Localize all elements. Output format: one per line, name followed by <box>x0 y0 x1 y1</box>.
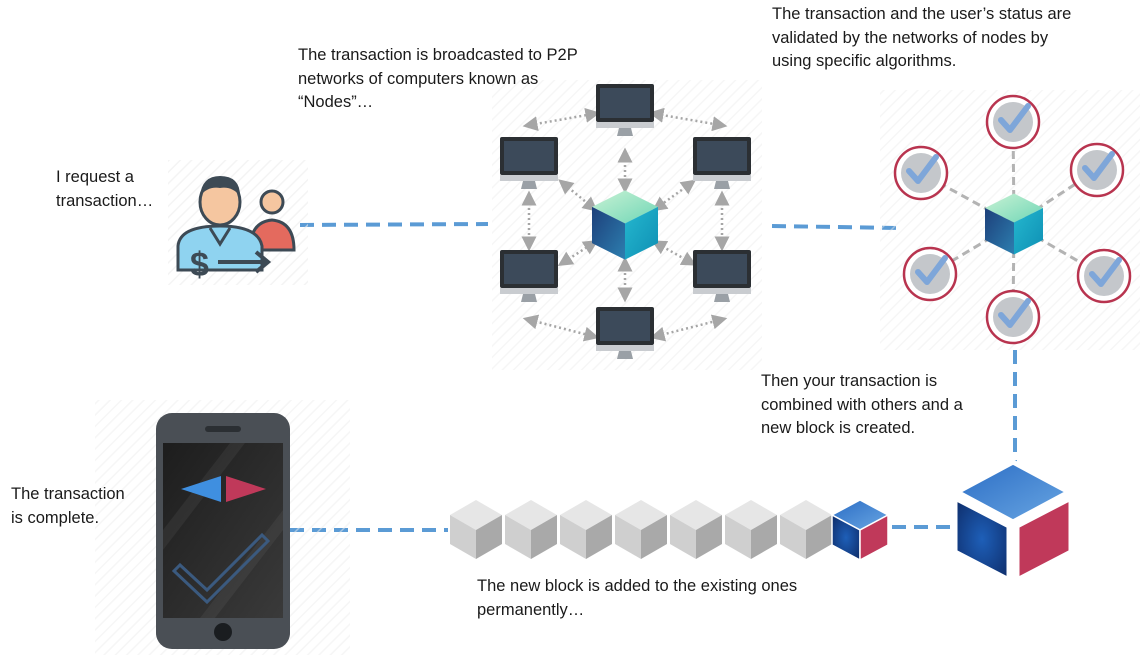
node-link-arrow <box>557 239 599 267</box>
check-badge-icon <box>985 94 1041 150</box>
caption-combined: Then your transaction is combined with o… <box>761 370 963 441</box>
caption-request: I request a transaction… <box>56 166 153 213</box>
node-link-arrow <box>522 314 600 342</box>
chain-block-icon <box>560 500 612 559</box>
caption-combined-line: combined with others and a <box>761 395 963 414</box>
monitor-icon <box>500 250 558 302</box>
existing-block-chain <box>450 499 890 562</box>
caption-complete-line: The transaction <box>11 485 125 503</box>
caption-broadcast-line: networks of computers known as <box>298 69 539 88</box>
caption-validated: The transaction and the user’s status ar… <box>772 3 1071 74</box>
chain-block-icon <box>505 500 557 559</box>
check-badge-icon <box>1076 248 1132 304</box>
chain-block-icon <box>615 500 667 559</box>
blockchain-cube-icon <box>592 190 658 260</box>
node-link-arrow <box>648 107 728 132</box>
check-badge-icon <box>902 246 958 302</box>
caption-request-line: transaction… <box>56 191 154 210</box>
node-link-arrows <box>521 107 730 342</box>
caption-validated-line: The transaction and the user’s status ar… <box>772 5 1072 23</box>
caption-validated-line: using specific algorithms. <box>772 52 957 70</box>
caption-broadcast-line: The transaction is broadcasted to P2P <box>298 46 578 64</box>
person-dollar-icon: $ <box>168 160 308 285</box>
caption-broadcast-line: “Nodes”… <box>298 93 374 111</box>
chain-block-icon <box>780 500 832 559</box>
check-badge-icon <box>893 145 949 201</box>
node-link-arrow <box>651 179 697 212</box>
chain-block-icon <box>670 500 722 559</box>
svg-text:$: $ <box>190 246 209 284</box>
caption-validated-line: validated by the networks of nodes by <box>772 28 1049 47</box>
monitor-icon <box>596 84 654 136</box>
check-badge-icon <box>985 289 1041 345</box>
chain-block-icon <box>450 500 502 559</box>
caption-broadcast: The transaction is broadcasted to P2P ne… <box>298 44 578 115</box>
caption-combined-line: new block is created. <box>761 419 916 437</box>
monitor-icon <box>596 307 654 359</box>
node-link-arrow <box>522 107 601 132</box>
caption-combined-line: Then your transaction is <box>761 372 938 390</box>
chain-block-icon <box>725 500 777 559</box>
caption-added-line: The new block is added to the existing o… <box>477 577 798 595</box>
monitor-icon <box>693 250 751 302</box>
monitor-icon <box>500 137 558 189</box>
node-link-arrow <box>651 240 697 266</box>
dashed-connector <box>299 222 489 227</box>
node-link-arrow <box>558 179 598 212</box>
monitor-icon <box>693 137 751 189</box>
blockchain-cube-icon <box>985 193 1043 255</box>
caption-complete: The transaction is complete. <box>11 483 125 530</box>
caption-request-line: I request a <box>56 168 134 186</box>
caption-complete-line: is complete. <box>11 508 100 527</box>
caption-added-line: permanently… <box>477 600 585 619</box>
node-link-arrow <box>649 314 728 342</box>
check-badge-icon <box>1069 142 1125 198</box>
new-chain-block-icon <box>830 499 890 562</box>
caption-added: The new block is added to the existing o… <box>477 575 797 622</box>
smartphone-icon <box>95 400 350 655</box>
new-block-icon <box>951 459 1075 585</box>
